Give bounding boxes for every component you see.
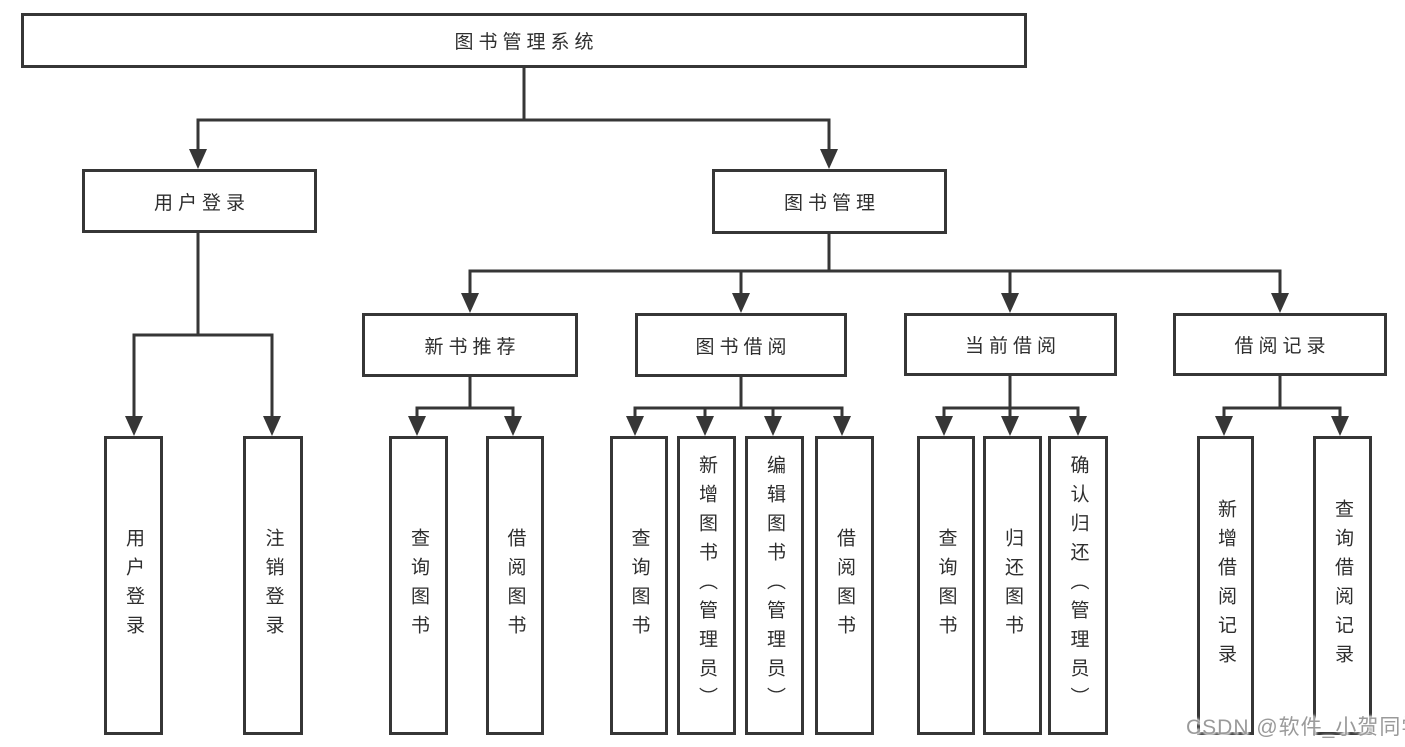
leaf-label: 新增借阅记录	[1215, 498, 1236, 673]
leaf-label: 确认归还（管理员）	[1067, 455, 1089, 716]
leaf-bb-add-books-admin: 新增图书（管理员）	[677, 436, 736, 735]
node-current-borrowing: 当前借阅	[904, 313, 1117, 376]
node-root: 图书管理系统	[21, 13, 1027, 68]
node-borrowing-records-label: 借阅记录	[1234, 336, 1331, 357]
leaf-user-login: 用户登录	[104, 436, 163, 735]
node-book-management: 图书管理	[712, 169, 947, 234]
node-user-login-group: 用户登录	[82, 169, 317, 233]
leaf-label: 注销登录	[262, 527, 284, 644]
leaf-br-add-record: 新增借阅记录	[1197, 436, 1254, 735]
leaf-label: 查询图书	[408, 527, 429, 644]
node-book-borrowing: 图书借阅	[635, 313, 847, 377]
node-book-management-label: 图书管理	[783, 193, 880, 214]
leaf-label: 编辑图书（管理员）	[764, 455, 785, 716]
leaf-cb-return-books: 归还图书	[983, 436, 1042, 735]
leaf-nb-borrow-books: 借阅图书	[486, 436, 544, 735]
node-new-book-recommend-label: 新书推荐	[424, 336, 521, 358]
leaf-label: 借阅图书	[834, 527, 855, 644]
leaf-label: 归还图书	[1002, 527, 1023, 644]
leaf-bb-query-books: 查询图书	[610, 436, 668, 735]
leaf-nb-query-books: 查询图书	[389, 436, 448, 735]
node-root-label: 图书管理系统	[454, 32, 599, 53]
leaf-label: 用户登录	[123, 527, 144, 644]
node-borrowing-records: 借阅记录	[1173, 313, 1387, 376]
leaf-bb-edit-books-admin: 编辑图书（管理员）	[745, 436, 804, 735]
leaf-cb-query-books: 查询图书	[917, 436, 975, 735]
node-user-login-group-label: 用户登录	[153, 192, 250, 214]
node-new-book-recommend: 新书推荐	[362, 313, 578, 377]
leaf-label: 借阅图书	[504, 527, 526, 644]
leaf-logout-login: 注销登录	[243, 436, 303, 735]
leaf-label: 查询图书	[628, 527, 650, 644]
leaf-label: 新增图书（管理员）	[696, 455, 717, 716]
leaf-label: 查询借阅记录	[1332, 498, 1353, 673]
node-book-borrowing-label: 图书借阅	[695, 336, 792, 358]
leaf-bb-borrow-books: 借阅图书	[815, 436, 874, 735]
leaf-label: 查询图书	[935, 527, 957, 644]
leaf-cb-confirm-return-admin: 确认归还（管理员）	[1048, 436, 1108, 735]
leaf-br-query-record: 查询借阅记录	[1313, 436, 1372, 735]
node-current-borrowing-label: 当前借阅	[964, 336, 1061, 357]
csdn-watermark: CSDN @软件_小贺同学	[1186, 716, 1405, 739]
